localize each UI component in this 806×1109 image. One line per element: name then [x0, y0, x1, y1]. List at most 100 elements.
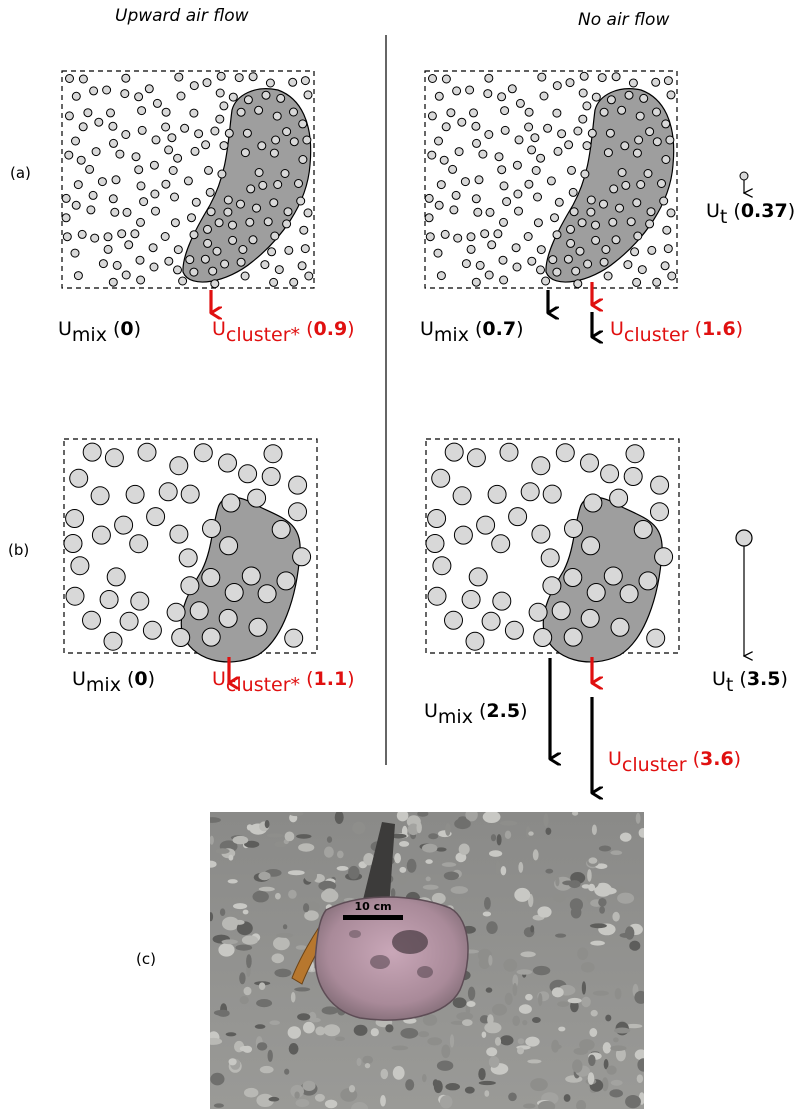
gravel-stone — [239, 996, 249, 1005]
particle — [136, 181, 146, 191]
gravel-stone — [603, 1059, 609, 1070]
particle — [121, 270, 131, 280]
gravel-stone — [625, 1095, 641, 1109]
particle — [652, 277, 662, 287]
gravel-stone — [629, 940, 641, 951]
gravel-stone — [557, 1001, 569, 1007]
gravel-stone — [215, 848, 230, 854]
particle — [219, 536, 239, 556]
particle — [149, 262, 159, 272]
particle — [531, 524, 551, 544]
particle — [536, 153, 546, 163]
gravel-stone — [324, 846, 334, 858]
gravel-stone — [558, 1026, 566, 1032]
gravel-stone — [588, 857, 598, 864]
gravel-stone — [308, 1011, 317, 1022]
gravel-stone — [244, 1087, 259, 1098]
particle — [569, 207, 579, 217]
rock-hole — [370, 955, 390, 969]
gravel-stone — [335, 1036, 345, 1042]
particle — [466, 448, 486, 468]
particle — [427, 509, 447, 528]
particle — [65, 509, 85, 528]
particle — [170, 192, 179, 202]
gravel-stone — [619, 832, 632, 842]
gravel-stone — [488, 1056, 500, 1068]
particle — [434, 200, 444, 210]
particle — [553, 146, 563, 156]
particle — [228, 92, 238, 102]
particle — [130, 229, 140, 239]
particle — [288, 475, 308, 495]
particle — [499, 275, 509, 285]
terminal-particle-b — [735, 529, 753, 547]
particle — [654, 547, 674, 567]
particle — [617, 105, 627, 115]
gravel-stone — [210, 1037, 223, 1045]
particle — [204, 165, 213, 175]
particle — [108, 194, 118, 204]
particle — [586, 207, 596, 217]
gravel-stone — [273, 936, 290, 951]
particle — [240, 271, 250, 281]
gravel-stone — [462, 1019, 473, 1026]
particle — [224, 583, 244, 602]
particle — [427, 111, 437, 121]
particle — [202, 519, 221, 538]
particle — [552, 81, 562, 91]
gravel-stone — [625, 926, 635, 940]
gravel-stone — [614, 1027, 631, 1034]
gravel-stone — [581, 884, 591, 889]
particle — [465, 631, 485, 651]
particle — [465, 85, 475, 95]
gravel-stone — [518, 1004, 532, 1014]
particle — [554, 197, 564, 207]
scale-bar-label: 10 cm — [354, 900, 391, 913]
gravel-stone — [577, 947, 589, 960]
gravel-stone — [532, 849, 539, 861]
gravel-stone — [391, 1045, 409, 1051]
particle — [78, 122, 88, 132]
gravel-stone — [258, 886, 275, 892]
gravel-stone — [221, 939, 238, 945]
particle — [167, 133, 177, 143]
gravel-stone — [614, 988, 622, 1000]
particle — [297, 261, 307, 271]
label-b-terminal: Ut (3.5) — [712, 668, 788, 696]
gravel-stone — [222, 916, 240, 931]
gravel-stone — [570, 906, 582, 919]
gravel-stone — [445, 1083, 460, 1091]
particle — [514, 206, 523, 216]
particle — [160, 232, 170, 241]
particle — [78, 74, 88, 84]
particle — [427, 586, 447, 606]
gravel-stone — [494, 1037, 502, 1046]
cluster-b-right — [542, 496, 663, 663]
gravel-stone — [580, 962, 595, 973]
particle — [587, 128, 597, 138]
gravel-stone — [467, 986, 476, 1001]
gravel-stone — [290, 992, 296, 1003]
particle — [187, 213, 196, 223]
particle — [221, 493, 241, 513]
particle — [434, 136, 443, 146]
particle — [203, 238, 213, 248]
gravel-stone — [258, 871, 271, 881]
particle — [605, 128, 615, 138]
gravel-stone — [484, 1090, 490, 1097]
gravel-stone — [227, 879, 238, 884]
particle — [540, 548, 560, 568]
gravel-stone — [445, 823, 451, 836]
gravel-stone — [495, 860, 500, 875]
particle — [577, 218, 587, 228]
particle — [624, 90, 634, 100]
particle — [436, 180, 446, 190]
panel-label-b: (b) — [8, 541, 30, 559]
particle — [194, 129, 204, 139]
particle — [173, 245, 183, 255]
particle — [548, 255, 558, 265]
particle — [271, 520, 291, 539]
particle — [103, 232, 113, 242]
particle — [215, 114, 225, 124]
gravel-stone — [210, 817, 221, 823]
